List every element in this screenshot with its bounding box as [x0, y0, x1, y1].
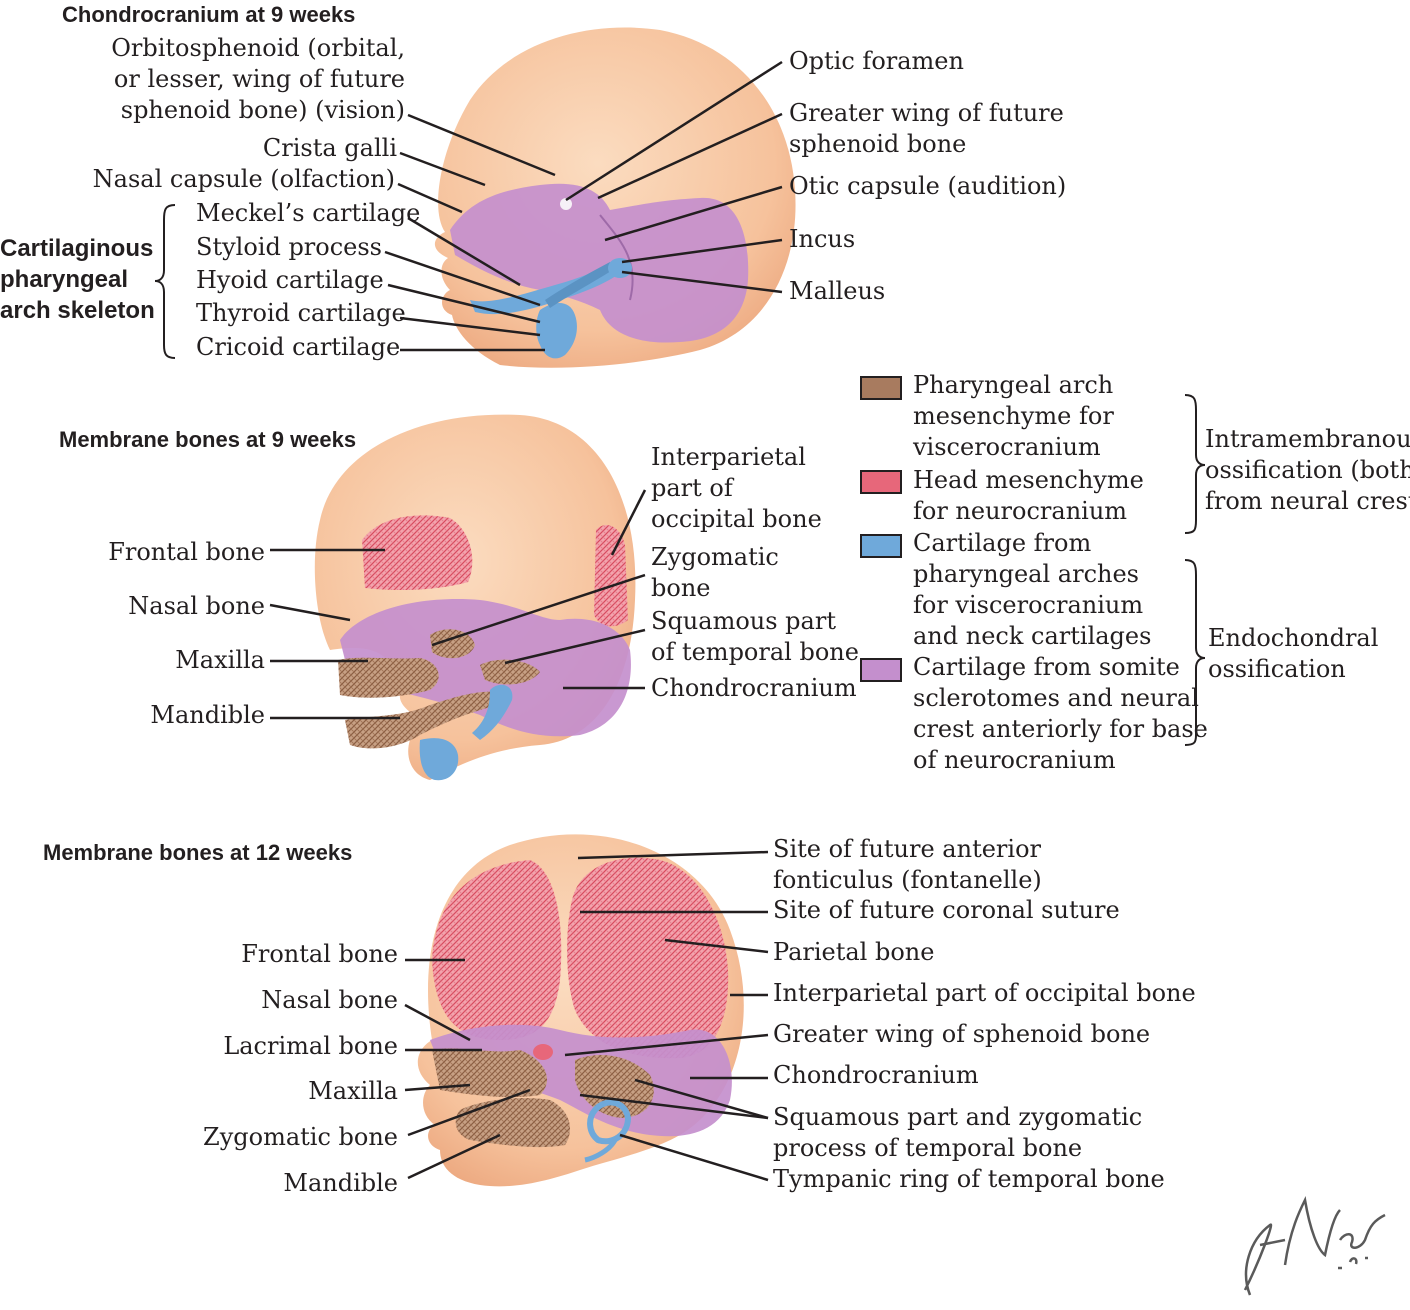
label-chondrocranium-9wk: Chondrocranium — [651, 674, 857, 702]
legend-item-pharyngeal-mesenchyme: Pharyngeal arch mesenchyme for viscerocr… — [913, 371, 1114, 461]
label-frontal-bone-12wk: Frontal bone — [241, 940, 398, 968]
label-interparietal-12wk: Interparietal part of occipital bone — [773, 979, 1196, 1007]
legend-item-pharyngeal-cartilage: Cartilage from pharyngeal arches for vis… — [913, 529, 1152, 650]
label-thyroid-cartilage: Thyroid cartilage — [196, 299, 406, 327]
label-tympanic-ring: Tympanic ring of temporal bone — [773, 1165, 1165, 1193]
label-maxilla-12wk: Maxilla — [308, 1077, 398, 1105]
frontal-bone-shape — [362, 515, 473, 590]
legend-item-head-mesenchyme: Head mesenchyme for neurocranium — [913, 466, 1144, 525]
legend-swatch-red — [860, 470, 902, 494]
label-zygomatic-12wk: Zygomatic bone — [203, 1123, 398, 1151]
legend-item-somite-cartilage: Cartilage from somite sclerotomes and ne… — [913, 653, 1208, 774]
label-anterior-fonticulus: Site of future anterior fonticulus (font… — [773, 835, 1042, 894]
legend-swatch-purple — [860, 658, 902, 682]
chondrocranium-shape — [450, 183, 749, 343]
mandible-shape-2 — [455, 1098, 570, 1148]
label-optic-foramen: Optic foramen — [789, 47, 964, 75]
label-frontal-bone-9wk: Frontal bone — [108, 538, 265, 566]
label-greater-wing-sphenoid: Greater wing of sphenoid bone — [773, 1020, 1151, 1048]
label-squamous-9wk: Squamous part of temporal bone — [651, 607, 859, 666]
brace-intramembranous — [1184, 394, 1206, 534]
head-12wk-membrane — [417, 834, 744, 1187]
brace-pharyngeal-arch — [154, 204, 176, 359]
label-chondrocranium-12wk: Chondrocranium — [773, 1061, 979, 1089]
label-interparietal-9wk: Interparietal part of occipital bone — [651, 443, 822, 533]
legend-swatch-brown — [860, 376, 902, 400]
label-incus: Incus — [789, 225, 856, 253]
label-otic-capsule: Otic capsule (audition) — [789, 172, 1067, 200]
label-hyoid-cartilage: Hyoid cartilage — [196, 266, 384, 294]
mandible-shape — [345, 691, 500, 749]
frontal-bone-shape-2 — [432, 860, 562, 1040]
legend-group-endochondral: Endochondral ossification — [1208, 624, 1379, 683]
label-coronal-suture: Site of future coronal suture — [773, 896, 1120, 924]
panel2-title: Membrane bones at 9 weeks — [59, 427, 357, 452]
label-styloid-process: Styloid process — [196, 233, 382, 261]
head-9wk-membrane — [314, 414, 636, 781]
label-mandible-12wk: Mandible — [283, 1169, 398, 1197]
label-nasal-bone-9wk: Nasal bone — [128, 592, 265, 620]
label-malleus: Malleus — [789, 277, 886, 305]
label-cricoid-cartilage: Cricoid cartilage — [196, 333, 401, 361]
panel3-title: Membrane bones at 12 weeks — [43, 840, 353, 865]
netter-signature — [1243, 1196, 1386, 1296]
label-nasal-bone-12wk: Nasal bone — [261, 986, 398, 1014]
legend-swatch-blue — [860, 534, 902, 558]
parietal-bone-shape — [567, 857, 729, 1059]
squamous-shape — [480, 659, 540, 685]
label-crista-galli: Crista galli — [262, 134, 397, 162]
panel1-title: Chondrocranium at 9 weeks — [62, 2, 356, 27]
label-nasal-capsule: Nasal capsule (olfaction) — [92, 165, 395, 193]
legend-group-intramembranous: Intramembranous ossification (both from … — [1205, 425, 1410, 515]
head-9wk-chondrocranium — [434, 27, 796, 368]
label-greater-wing-future: Greater wing of future sphenoid bone — [789, 99, 1064, 158]
maxilla-shape — [338, 657, 439, 698]
leader-lines-panel1 — [384, 60, 783, 352]
label-orbitosphenoid: Orbitosphenoid (orbital, or lesser, wing… — [111, 34, 405, 124]
brace-endochondral — [1184, 559, 1206, 746]
label-zygomatic-9wk: Zygomatic bone — [651, 543, 779, 602]
interparietal-shape — [594, 525, 628, 627]
leader-lines-panel3 — [404, 850, 769, 1182]
label-squamous-zygomatic-process: Squamous part and zygomatic process of t… — [773, 1103, 1143, 1162]
label-parietal-bone: Parietal bone — [773, 938, 935, 966]
label-mandible-9wk: Mandible — [150, 701, 265, 729]
label-cartilaginous-arch-skeleton: Cartilaginous pharyngeal arch skeleton — [0, 235, 155, 324]
label-lacrimal-bone-12wk: Lacrimal bone — [223, 1032, 398, 1060]
label-meckels-cartilage: Meckel’s cartilage — [196, 199, 421, 227]
leader-lines-panel2 — [269, 489, 647, 720]
pharyngeal-cartilage-shape — [470, 262, 624, 315]
zygomatic-shape — [430, 629, 475, 659]
label-maxilla-9wk: Maxilla — [175, 646, 265, 674]
